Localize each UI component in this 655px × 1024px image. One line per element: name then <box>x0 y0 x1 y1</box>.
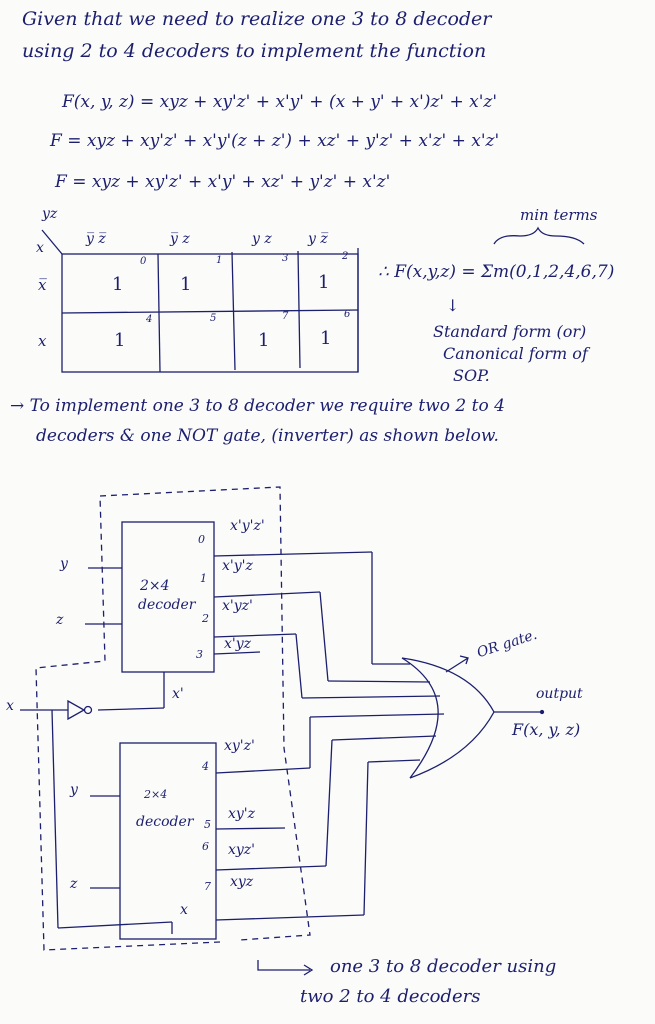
top-enable-label: x' <box>172 686 184 702</box>
top-output-term: x'yz' <box>222 598 253 614</box>
top-decoder-name: decoder <box>138 597 196 613</box>
kmap-cell-index: 6 <box>344 309 351 320</box>
bottom-pin: 5 <box>204 818 211 831</box>
kmap-row-label: x <box>38 332 47 350</box>
kmap-row-label: x̅ <box>38 276 47 294</box>
equation-3: F = xyz + xy'z' + x'y' + xz' + y'z' + x'… <box>55 172 391 192</box>
kmap-col-header: y̅ z <box>170 231 190 247</box>
note-line-1: Standard form (or) <box>433 322 587 341</box>
kmap-cell-index: 4 <box>146 314 153 325</box>
equation-2: F = xyz + xy'z' + x'y'(z + z') + xz' + y… <box>50 131 500 151</box>
minterms-label: min terms <box>520 206 598 224</box>
top-input-z: z <box>56 612 64 628</box>
bottom-decoder-name: decoder <box>136 814 194 830</box>
top-output-term: x'y'z <box>222 558 253 574</box>
top-pin: 3 <box>196 648 203 661</box>
footer-line-2: two 2 to 4 decoders <box>300 986 481 1007</box>
kmap-cell-index: 0 <box>140 256 147 267</box>
note-line-2: Canonical form of <box>443 344 588 363</box>
note-line-3: SOP. <box>453 366 490 385</box>
kmap-cell-index: 5 <box>210 313 217 324</box>
bottom-enable-label: x <box>180 902 188 918</box>
top-pin: 1 <box>200 572 207 585</box>
bottom-pin: 6 <box>202 840 209 853</box>
not-gate-icon <box>67 699 86 721</box>
dashed-enclosure <box>35 486 311 951</box>
kmap-cell-index: 1 <box>216 255 223 266</box>
minterms-brace <box>493 226 585 245</box>
kmap-cell-index: 3 <box>282 253 289 264</box>
top-output-term: x'y'z' <box>230 518 265 534</box>
kmap-cell-value: 1 <box>318 272 330 293</box>
input-x-label: x <box>6 698 14 714</box>
bottom-decoder-box <box>119 742 217 940</box>
kmap-cell-value: 1 <box>180 274 192 295</box>
bottom-output-term: xyz' <box>228 842 256 858</box>
bottom-decoder-title: 2×4 <box>144 788 168 801</box>
bottom-input-y: y <box>70 782 78 798</box>
top-pin: 2 <box>202 612 209 625</box>
top-output-term: x'yz <box>224 636 252 652</box>
kmap-diagonal <box>41 229 63 255</box>
top-decoder-title: 2×4 <box>140 578 170 594</box>
footer-arrow-icon <box>257 960 314 976</box>
intro-line-1: Given that we need to realize one 3 to 8… <box>22 8 492 30</box>
bottom-output-term: xyz <box>230 874 254 890</box>
kmap-cell-index: 2 <box>342 251 349 262</box>
bottom-pin: 7 <box>204 880 211 893</box>
kmap-col-header: y z̅ <box>308 231 328 247</box>
top-input-y: y <box>60 556 68 572</box>
kmap-col-var: yz <box>42 206 58 222</box>
output-label: output <box>536 686 583 702</box>
bottom-input-z: z <box>70 876 78 892</box>
top-pin: 0 <box>198 533 205 546</box>
minterm-expression: ∴ F(x,y,z) = Σm(0,1,2,4,6,7) <box>378 262 615 282</box>
kmap-cell-value: 1 <box>114 330 126 351</box>
down-arrow-icon: ↓ <box>446 296 460 315</box>
kmap-cell-value: 1 <box>112 274 124 295</box>
bottom-output-term: xy'z' <box>224 738 255 754</box>
output-function: F(x, y, z) <box>512 720 581 739</box>
footer-line-1: one 3 to 8 decoder using <box>330 956 557 977</box>
kmap-cell-index: 7 <box>282 311 289 322</box>
kmap-col-header: y̅ z̅ <box>86 231 106 247</box>
kmap-cell-value: 1 <box>320 328 332 349</box>
or-gate-back <box>401 657 439 779</box>
kmap-col-header: y z <box>252 231 272 247</box>
kmap-cell-value: 1 <box>258 330 270 351</box>
equation-1: F(x, y, z) = xyz + xy'z' + x'y' + (x + y… <box>62 92 498 112</box>
paragraph-line-1: → To implement one 3 to 8 decoder we req… <box>10 396 505 416</box>
bottom-pin: 4 <box>202 760 209 773</box>
not-gate-bubble <box>83 705 93 715</box>
paragraph-line-2: decoders & one NOT gate, (inverter) as s… <box>36 426 499 446</box>
intro-line-2: using 2 to 4 decoders to implement the f… <box>22 40 487 62</box>
kmap-row-var: x <box>36 240 44 256</box>
bottom-output-term: xy'z <box>228 806 256 822</box>
